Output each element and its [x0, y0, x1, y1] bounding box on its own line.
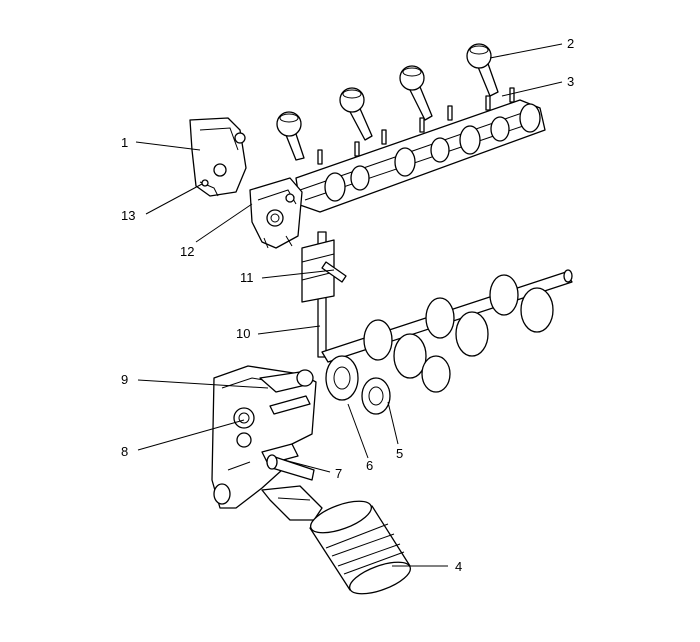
callout-labels: 1 2 3 4 5 6 7 8 9 10 11 12 13 [121, 36, 574, 574]
callout-6: 6 [366, 458, 373, 473]
callout-7: 7 [335, 466, 342, 481]
front-cover-housing [189, 117, 247, 197]
callout-12: 12 [180, 244, 194, 259]
callout-10: 10 [236, 326, 250, 341]
callout-leaders [135, 43, 563, 567]
callout-3: 3 [567, 74, 574, 89]
callout-8: 8 [121, 444, 128, 459]
oil-feed-pipe [301, 231, 347, 358]
callout-11: 11 [240, 270, 254, 285]
callout-4: 4 [455, 559, 462, 574]
filter-adapter-pipe [261, 454, 323, 521]
callout-2: 2 [567, 36, 574, 51]
upper-oil-gallery-rail [295, 87, 546, 213]
lower-oil-gallery-rail [321, 269, 573, 415]
oil-pump-housing [249, 177, 303, 249]
callout-5: 5 [396, 446, 403, 461]
callout-9: 9 [121, 372, 128, 387]
callout-13: 13 [121, 208, 135, 223]
lifter-tubes [276, 43, 499, 161]
callout-1: 1 [121, 135, 128, 150]
oil-filter [309, 500, 411, 595]
oil-pump-body [211, 365, 317, 509]
